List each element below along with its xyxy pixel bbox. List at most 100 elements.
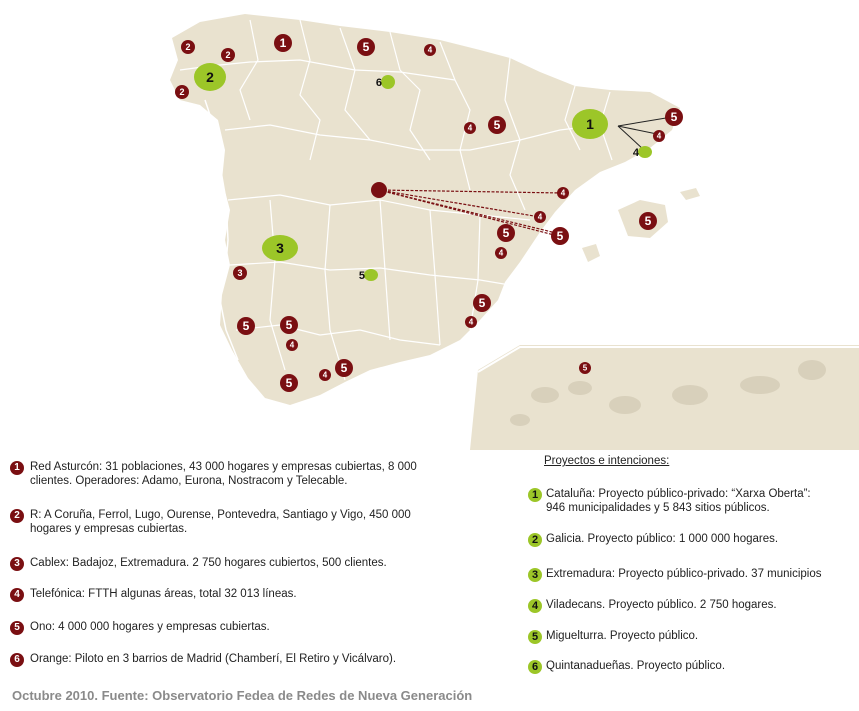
operator-marker-label: 4 — [469, 318, 474, 327]
operator-marker — [534, 211, 546, 223]
legend-project-4: 4 Viladecans. Proyecto público. 2 750 ho… — [528, 598, 777, 613]
project-3-text: Extremadura: Proyecto público-privado. 3… — [546, 568, 822, 580]
operator-marker-label: 4 — [290, 341, 295, 350]
legend-operator-5: 5 Ono: 4 000 000 hogares y empresas cubi… — [10, 620, 270, 635]
source-footer: Octubre 2010. Fuente: Observatorio Fedea… — [12, 688, 473, 703]
operator-marker — [473, 294, 491, 312]
projects-legend-title: Proyectos e intenciones: — [544, 455, 670, 467]
project-3-icon: 3 — [528, 568, 542, 582]
operator-marker-label: 4 — [538, 213, 543, 222]
project-1-text-2: 946 municipalidades y 5 843 sitios públi… — [546, 502, 770, 514]
operator-marker-label: 5 — [479, 296, 486, 310]
project-marker-label: 2 — [206, 69, 214, 85]
operator-marker — [233, 266, 247, 280]
project-marker — [381, 75, 395, 89]
legend-operator-1: 1 Red Asturcón: 31 poblaciones, 43 000 h… — [10, 460, 417, 488]
operator-5-icon: 5 — [10, 621, 24, 635]
operator-1-text: Red Asturcón: 31 poblaciones, 43 000 hog… — [30, 461, 417, 473]
operator-marker — [488, 116, 506, 134]
operator-marker — [280, 374, 298, 392]
legend-operator-3: 3 Cablex: Badajoz, Extremadura. 2 750 ho… — [10, 556, 387, 571]
operator-2-text-2: hogares y empresas cubiertas. — [30, 523, 188, 535]
project-marker — [194, 63, 226, 91]
cataluna-lines — [617, 116, 673, 151]
operator-marker-label: 2 — [185, 42, 190, 52]
project-marker-label: 5 — [359, 270, 365, 282]
operator-marker-label: 5 — [286, 376, 293, 390]
operator-marker-label: 5 — [286, 318, 293, 332]
orange-madrid-marker — [371, 182, 387, 198]
legend-project-5: 5 Miguelturra. Proyecto público. — [528, 629, 698, 644]
operator-2-text: R: A Coruña, Ferrol, Lugo, Ourense, Pont… — [30, 509, 411, 521]
legend-operator-2: 2 R: A Coruña, Ferrol, Lugo, Ourense, Po… — [10, 508, 411, 536]
operator-marker — [464, 122, 476, 134]
operator-1-icon: 1 — [10, 461, 24, 475]
operator-marker-label: 5 — [243, 319, 250, 333]
canary-islands — [510, 360, 826, 426]
operator-marker-label: 5 — [341, 361, 348, 375]
operator-marker-label: 4 — [323, 371, 328, 380]
operator-6-icon: 6 — [10, 653, 24, 667]
operator-marker — [280, 316, 298, 334]
operator-marker — [639, 212, 657, 230]
project-6-text: Quintanadueñas. Proyecto público. — [546, 660, 726, 672]
project-5-text: Miguelturra. Proyecto público. — [546, 630, 699, 642]
operator-5-text: Ono: 4 000 000 hogares y empresas cubier… — [30, 621, 270, 633]
operator-marker-label: 4 — [657, 132, 662, 141]
project-marker-label: 1 — [586, 116, 594, 132]
operator-marker — [181, 40, 195, 54]
operator-4-icon: 4 — [10, 588, 24, 602]
project-2-icon: 2 — [528, 533, 542, 547]
project-marker — [638, 146, 652, 158]
operator-marker-label: 4 — [499, 249, 504, 258]
operator-marker-label: 5 — [645, 214, 652, 228]
operator-marker-label: 4 — [468, 124, 473, 133]
operator-marker-label: 5 — [583, 364, 588, 373]
operator-marker — [357, 38, 375, 56]
operator-marker-label: 4 — [561, 189, 566, 198]
legend-operator-4: 4 Telefónica: FTTH algunas áreas, total … — [10, 587, 297, 602]
portugal-edge — [204, 99, 239, 361]
project-2-text: Galicia. Proyecto público: 1 000 000 hog… — [546, 533, 779, 545]
ibiza — [582, 244, 600, 262]
operator-marker — [319, 369, 331, 381]
operator-marker — [579, 362, 591, 374]
project-marker-label: 3 — [276, 240, 284, 256]
operator-3-text: Cablex: Badajoz, Extremadura. 2 750 hoga… — [30, 557, 387, 569]
operator-marker-label: 5 — [363, 40, 370, 54]
province-borders — [179, 19, 613, 381]
operator-marker-label: 2 — [179, 87, 184, 97]
operator-marker — [557, 187, 569, 199]
project-marker-label: 6 — [376, 77, 382, 89]
legend-project-1: 1 Cataluña: Proyecto público-privado: “X… — [528, 487, 811, 515]
project-marker — [262, 235, 298, 261]
legend-project-3: 3 Extremadura: Proyecto público-privado.… — [528, 567, 822, 582]
project-marker-label: 4 — [633, 147, 640, 159]
legend-operator-6: 6 Orange: Piloto en 3 barrios de Madrid … — [10, 652, 396, 667]
operator-6-text: Orange: Piloto en 3 barrios de Madrid (C… — [30, 653, 397, 665]
operator-marker — [274, 34, 292, 52]
operator-2-icon: 2 — [10, 509, 24, 523]
operator-marker-label: 1 — [280, 36, 287, 50]
operator-marker-label: 5 — [494, 118, 501, 132]
operator-marker-label: 3 — [237, 268, 242, 278]
project-markers: 2 6 1 4 3 5 — [194, 63, 652, 282]
connection-lines — [378, 189, 564, 237]
operator-marker-label: 2 — [225, 50, 230, 60]
project-4-text: Viladecans. Proyecto público. 2 750 hoga… — [546, 599, 777, 611]
legend-project-2: 2 Galicia. Proyecto público: 1 000 000 h… — [528, 532, 778, 547]
operator-marker — [221, 48, 235, 62]
canary-inset — [470, 345, 859, 450]
menorca — [680, 188, 700, 200]
project-4-icon: 4 — [528, 599, 542, 613]
operator-marker — [175, 85, 189, 99]
operator-marker — [335, 359, 353, 377]
operator-marker-label: 4 — [428, 46, 433, 55]
operator-marker — [424, 44, 436, 56]
project-6-icon: 6 — [528, 660, 542, 674]
project-marker — [572, 109, 608, 139]
project-1-text: Cataluña: Proyecto público-privado: “Xar… — [546, 488, 811, 500]
operator-marker — [465, 316, 477, 328]
operator-marker-label: 5 — [503, 226, 510, 240]
